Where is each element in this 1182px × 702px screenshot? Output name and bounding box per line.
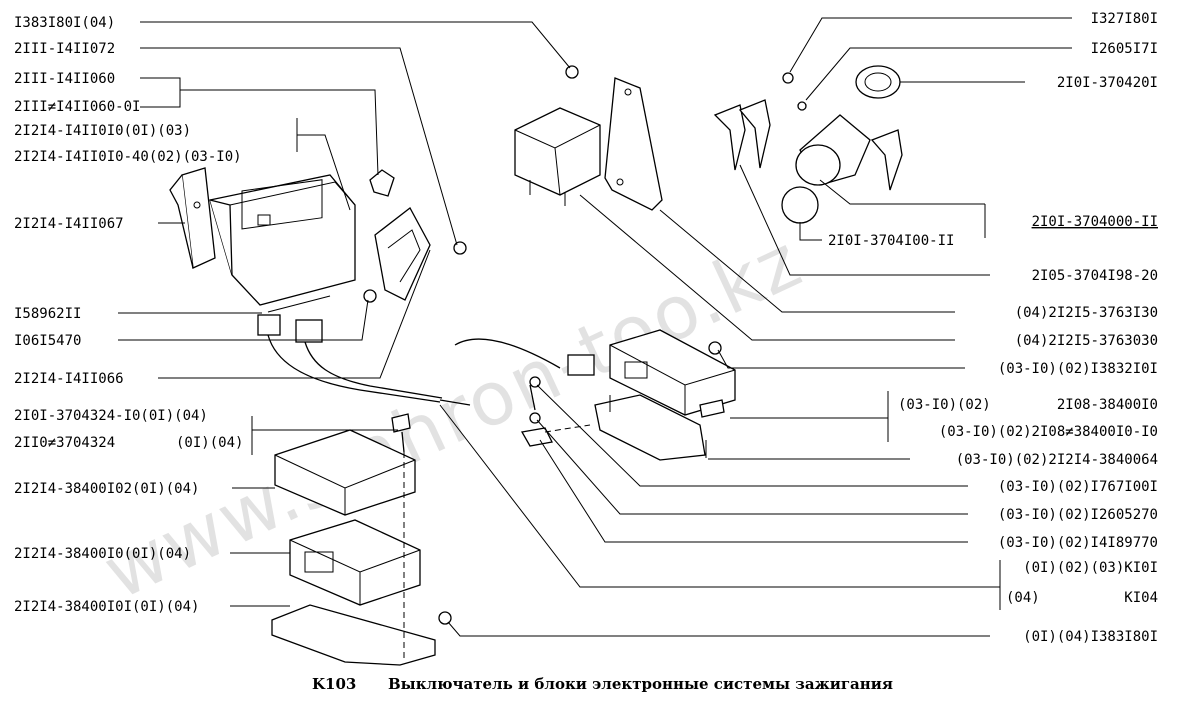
part-label: 2I2I4-I4II0I0(0I)(03) bbox=[14, 123, 191, 139]
part-label: I2605I7I bbox=[1091, 41, 1158, 57]
part-label: KI04 bbox=[1124, 590, 1158, 606]
part-label: 2I0I-370420I bbox=[1057, 75, 1158, 91]
harness-drawing bbox=[257, 314, 471, 406]
part-label: (03-I0)(02)I2605270 bbox=[998, 507, 1158, 523]
part-label: (0I)(02)(03)KI0I bbox=[1023, 560, 1158, 576]
part-label: 2I2I4-38400I02(0I)(04) bbox=[14, 481, 199, 497]
part-label: 2II0≠3704324 bbox=[14, 435, 115, 451]
part-label: 2I0I-3704000-II bbox=[1032, 214, 1158, 230]
left-labels: I383I80I(04) 2III-I4II072 2III-I4II060 2… bbox=[14, 15, 243, 615]
part-label: I58962II bbox=[14, 306, 81, 322]
part-label: (03-I0)(02)I767I00I bbox=[998, 479, 1158, 495]
caption-title: Выключатель и блоки электронные системы … bbox=[388, 675, 893, 693]
part-label: (04) bbox=[1006, 590, 1040, 606]
part-label: (03-I0)(02)I4I89770 bbox=[998, 535, 1158, 551]
cover-plate-drawing bbox=[363, 207, 467, 303]
part-label: 2III≠I4II060-0I bbox=[14, 99, 140, 115]
relay-drawing bbox=[514, 65, 601, 206]
clip-drawing bbox=[369, 169, 395, 197]
left-bracket-drawing bbox=[169, 167, 216, 269]
part-label: 2I08-38400I0 bbox=[1057, 397, 1158, 413]
part-label: (03-I0)(02) bbox=[898, 397, 991, 413]
part-label: 2I05-3704I98-20 bbox=[1032, 268, 1158, 284]
relay-bracket-drawing bbox=[604, 77, 663, 211]
part-label: 2I0I-3704324-I0(0I)(04) bbox=[14, 408, 208, 424]
ignition-switch-drawing bbox=[713, 65, 903, 224]
ecu-block-drawing bbox=[209, 174, 356, 313]
part-label: (03-I0)(02)2I2I4-3840064 bbox=[956, 452, 1158, 468]
right-labels: I327I80I I2605I7I 2I0I-370420I 2I0I-3704… bbox=[828, 11, 1158, 645]
part-label: 2III-I4II072 bbox=[14, 41, 115, 57]
right-mount-plate-drawing bbox=[520, 376, 707, 461]
caption-code: K103 bbox=[312, 675, 356, 693]
part-label: 2I2I4-I4II067 bbox=[14, 216, 124, 232]
part-label: 2I2I4-I4II0I0-40(02)(03-I0) bbox=[14, 149, 242, 165]
part-label: I327I80I bbox=[1091, 11, 1158, 27]
lower-module-drawing bbox=[289, 519, 421, 606]
igniter-module-drawing bbox=[454, 329, 736, 418]
part-label: 2I2I4-38400I0I(0I)(04) bbox=[14, 599, 199, 615]
part-label: (0I)(04)I383I80I bbox=[1023, 629, 1158, 645]
part-label: 2I2I4-38400I0(0I)(04) bbox=[14, 546, 191, 562]
leader-lines bbox=[118, 17, 1072, 637]
part-label: (03-I0)(02)I3832I0I bbox=[998, 361, 1158, 377]
part-label: I06I5470 bbox=[14, 333, 81, 349]
part-label: I383I80I(04) bbox=[14, 15, 115, 31]
part-label: (04)2I2I5-3763030 bbox=[1015, 333, 1158, 349]
lower-plate-drawing bbox=[271, 604, 452, 666]
figure-caption: K103 Выключатель и блоки электронные сис… bbox=[312, 675, 893, 693]
part-label: 2I0I-3704I00-II bbox=[828, 233, 954, 249]
part-label: (0I)(04) bbox=[176, 435, 243, 451]
part-label: 2I2I4-I4II066 bbox=[14, 371, 124, 387]
part-label: (03-I0)(02)2I08≠38400I0-I0 bbox=[939, 424, 1158, 440]
part-label: (04)2I2I5-3763I30 bbox=[1015, 305, 1158, 321]
part-label: 2III-I4II060 bbox=[14, 71, 115, 87]
